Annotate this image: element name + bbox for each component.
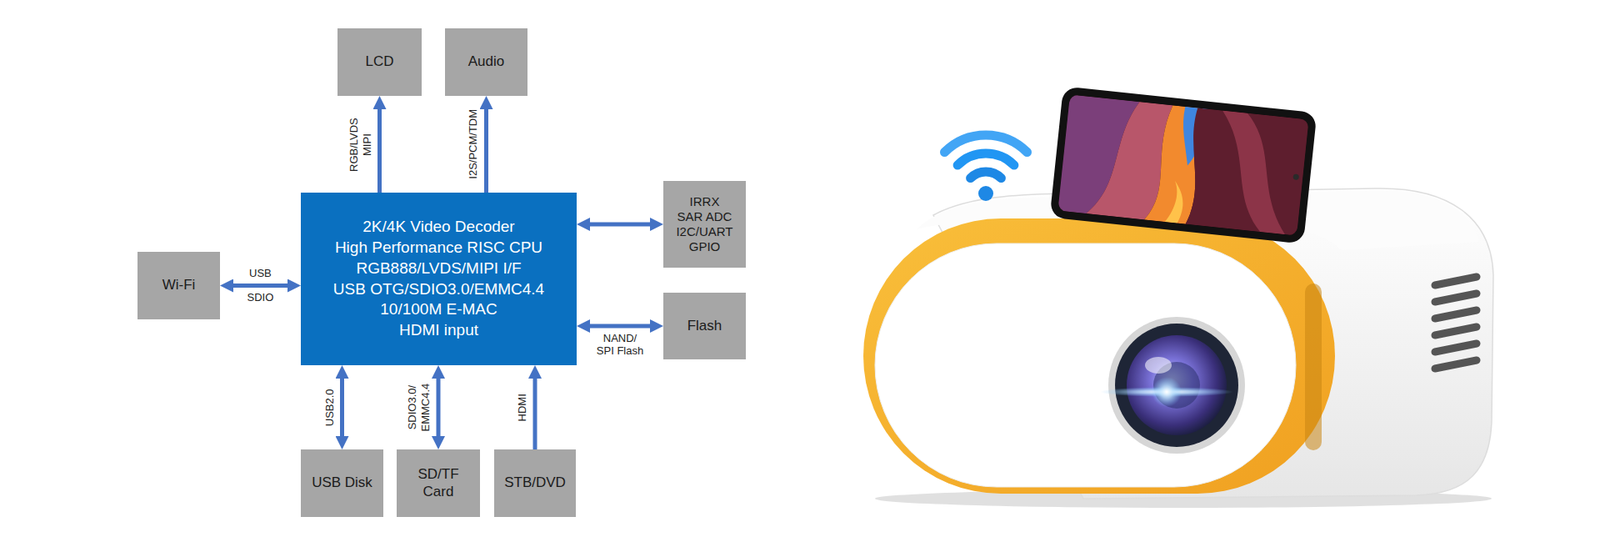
box-label: USB Disk (311, 474, 373, 491)
signal-arrow (227, 283, 294, 288)
vent-slot (1435, 293, 1477, 302)
signal-label: USB (249, 266, 272, 280)
block-feature: 10/100M E-MAC (380, 299, 497, 320)
wifi-icon (945, 135, 1028, 201)
lens-barrel (1115, 323, 1239, 447)
output-box: LCD (337, 28, 422, 96)
box-label: SAR ADC (677, 209, 733, 225)
signal-label: USB2.0 (322, 388, 336, 426)
front-face (875, 243, 1296, 487)
signal-arrow (340, 372, 345, 442)
box-label: Audio (468, 53, 505, 70)
vent-slot (1435, 310, 1477, 319)
band-slot (1305, 283, 1322, 450)
block-feature: HDMI input (399, 320, 479, 341)
signal-label: SDIO (247, 290, 275, 305)
signal-label: NAND/ SPI Flash (595, 331, 645, 358)
signal-label: SDIO3.0/ EMMC4.4 (405, 380, 432, 435)
block-feature: USB OTG/SDIO3.0/EMMC4.4 (333, 279, 545, 300)
box-label: STB/DVD (504, 474, 566, 491)
peripheral-box: IRRXSAR ADCI2C/UARTGPIO (663, 180, 746, 268)
output-box: Audio (445, 28, 528, 96)
soc-block: 2K/4K Video DecoderHigh Performance RISC… (300, 192, 577, 365)
input-box: STB/DVD (494, 449, 576, 517)
wifi-arc (970, 171, 1002, 179)
box-label: LCD (365, 53, 394, 70)
phone (1050, 85, 1318, 244)
signal-arrow (484, 103, 489, 193)
front-band (863, 218, 1335, 494)
vent-slot (1435, 360, 1477, 369)
canyon-light (1165, 180, 1186, 224)
screen-ground (1057, 94, 1309, 235)
lens-highlight (1145, 356, 1172, 374)
lens-rim (1108, 316, 1245, 454)
wifi-dot (978, 185, 994, 201)
signal-arrow (533, 372, 538, 450)
signal-arrow (584, 324, 656, 329)
peripheral-box: Wi-Fi (137, 251, 220, 320)
block-feature: RGB888/LVDS/MIPI I/F (355, 258, 521, 280)
lens-glass (1126, 335, 1227, 435)
canyon-rock (1210, 110, 1297, 235)
lens-flare (1151, 376, 1182, 407)
box-label: Wi-Fi (162, 276, 196, 294)
box-label: I2C/UART (675, 224, 733, 240)
wifi-arc (957, 153, 1015, 165)
phone-camera (1292, 173, 1300, 180)
vent-slot (1435, 326, 1477, 335)
vent-slot (1435, 343, 1477, 352)
canyon-rock (1184, 107, 1310, 235)
signal-label: I2S/PCM/TDM (466, 109, 480, 180)
vent-slot (1435, 276, 1477, 285)
signal-arrow (377, 103, 382, 193)
box-label: GPIO (689, 239, 721, 255)
block-feature: High Performance RISC CPU (335, 237, 543, 259)
storage-box: SD/TF Card (396, 449, 480, 517)
block-feature: 2K/4K Video Decoder (362, 216, 515, 238)
storage-box: Flash (663, 292, 746, 360)
phone-screen (1057, 94, 1309, 235)
signal-label: RGB/LVDS MIPI (347, 112, 374, 176)
storage-box: USB Disk (300, 449, 384, 517)
box-label: IRRX (690, 194, 720, 210)
signal-arrow (436, 372, 441, 442)
wifi-arc (945, 135, 1028, 153)
phone-frame (1050, 85, 1318, 244)
signal-arrow (584, 222, 656, 227)
box-label: SD/TF Card (412, 465, 465, 500)
signal-label: HDMI (515, 393, 530, 421)
box-label: Flash (687, 317, 723, 335)
